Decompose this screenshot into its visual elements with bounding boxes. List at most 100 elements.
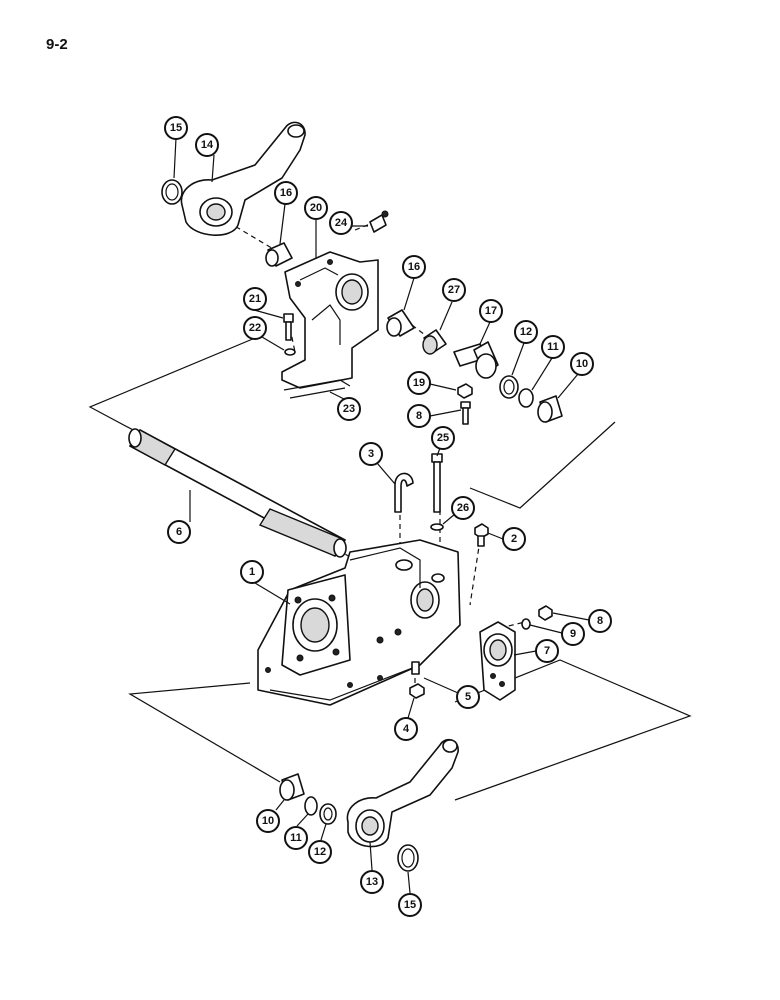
callout-15-upper-label: 15 [170,122,182,134]
callout-6-label: 6 [176,526,182,538]
callout-11-lower: 11 [284,826,308,850]
cross-shaft [128,428,347,558]
callout-20-label: 20 [310,202,322,214]
callout-15-lower-label: 15 [404,899,416,911]
page-number: 9-2 [46,36,68,53]
callout-8-upper: 8 [407,404,431,428]
callout-22-label: 22 [249,322,261,334]
callout-3-label: 3 [368,448,374,460]
circlip-bottom [397,844,419,872]
long-bolt [431,453,443,513]
callout-1-label: 1 [249,566,255,578]
callout-14-label: 14 [201,139,214,151]
callout-15-upper: 15 [164,116,188,140]
callout-10-lower-label: 10 [262,815,274,827]
circlip-top [161,179,183,205]
callout-5-label: 5 [465,691,471,703]
callout-12-lower-label: 12 [314,846,326,858]
control-lever [479,621,516,701]
callout-24: 24 [329,211,353,235]
callout-16-right: 16 [402,255,426,279]
callout-2: 2 [502,527,526,551]
callout-4: 4 [394,717,418,741]
callout-7: 7 [535,639,559,663]
callout-6: 6 [167,520,191,544]
lower-lift-arm [346,738,459,848]
callout-11-lower-label: 11 [290,832,302,844]
dowel-pin [411,661,420,675]
seal-ring-upper [499,375,519,399]
callout-14: 14 [195,133,219,157]
breather-tube [394,472,414,513]
callout-15-lower: 15 [398,893,422,917]
callout-23: 23 [337,397,361,421]
callout-12-upper: 12 [514,320,538,344]
mounting-bracket [281,251,379,389]
bushing-upper-left [265,242,293,267]
callout-25: 25 [431,426,455,450]
callout-27-label: 27 [448,284,460,296]
callout-10-upper: 10 [570,352,594,376]
upper-lift-arm [180,121,306,236]
callout-22: 22 [243,316,267,340]
callout-25-label: 25 [437,432,449,444]
callout-21: 21 [243,287,267,311]
callout-13: 13 [360,870,384,894]
washer-bracket [284,348,296,356]
bushing-lower [279,773,305,801]
callout-16-left: 16 [274,181,298,205]
needle-bearing [422,329,447,355]
bolt-bracket [283,313,294,341]
callout-11-upper-label: 11 [547,341,559,353]
callout-10-upper-label: 10 [576,358,588,370]
callout-20: 20 [304,196,328,220]
callout-19: 19 [407,371,431,395]
bolt-lower [538,605,553,621]
callout-24-label: 24 [335,217,348,229]
callout-12-lower: 12 [308,840,332,864]
callout-2-label: 2 [511,533,517,545]
callout-9-label: 9 [570,628,576,640]
callout-19-label: 19 [413,377,425,389]
bolt-upper [460,401,471,425]
callout-3: 3 [359,442,383,466]
callout-23-label: 23 [343,403,355,415]
callout-9: 9 [561,622,585,646]
callout-8-lower-label: 8 [597,615,603,627]
assembly-guide-lines [88,221,692,801]
callout-16-left-label: 16 [280,187,292,199]
o-ring-lower [304,796,318,816]
callout-1: 1 [240,560,264,584]
callout-17-label: 17 [485,305,497,317]
callout-26: 26 [451,496,475,520]
bushing-upper-far [537,395,563,423]
callout-17: 17 [479,299,503,323]
leader-lines [173,137,590,894]
hex-nut [457,383,473,399]
callout-26-label: 26 [457,502,469,514]
callout-21-label: 21 [249,293,261,305]
callout-10-lower: 10 [256,809,280,833]
washer-bolt [430,523,444,531]
callout-13-label: 13 [366,876,378,888]
callout-4-label: 4 [403,723,410,735]
callout-5: 5 [456,685,480,709]
plug-bolt [474,523,489,547]
shim-plate [283,379,351,399]
grease-fitting [369,210,389,233]
callout-27: 27 [442,278,466,302]
lift-housing [257,539,461,706]
callout-12-upper-label: 12 [520,326,532,338]
callout-11-upper: 11 [541,335,565,359]
o-ring-upper [518,388,534,408]
callout-16-right-label: 16 [408,261,420,273]
shaft-plug [453,341,499,379]
drain-plug [409,683,425,699]
washer-lower [521,618,531,630]
seal-ring-lower [319,803,337,825]
callout-7-label: 7 [544,645,550,657]
callout-8-lower: 8 [588,609,612,633]
callout-8-upper-label: 8 [416,410,422,422]
bushing-upper-right [386,309,415,337]
